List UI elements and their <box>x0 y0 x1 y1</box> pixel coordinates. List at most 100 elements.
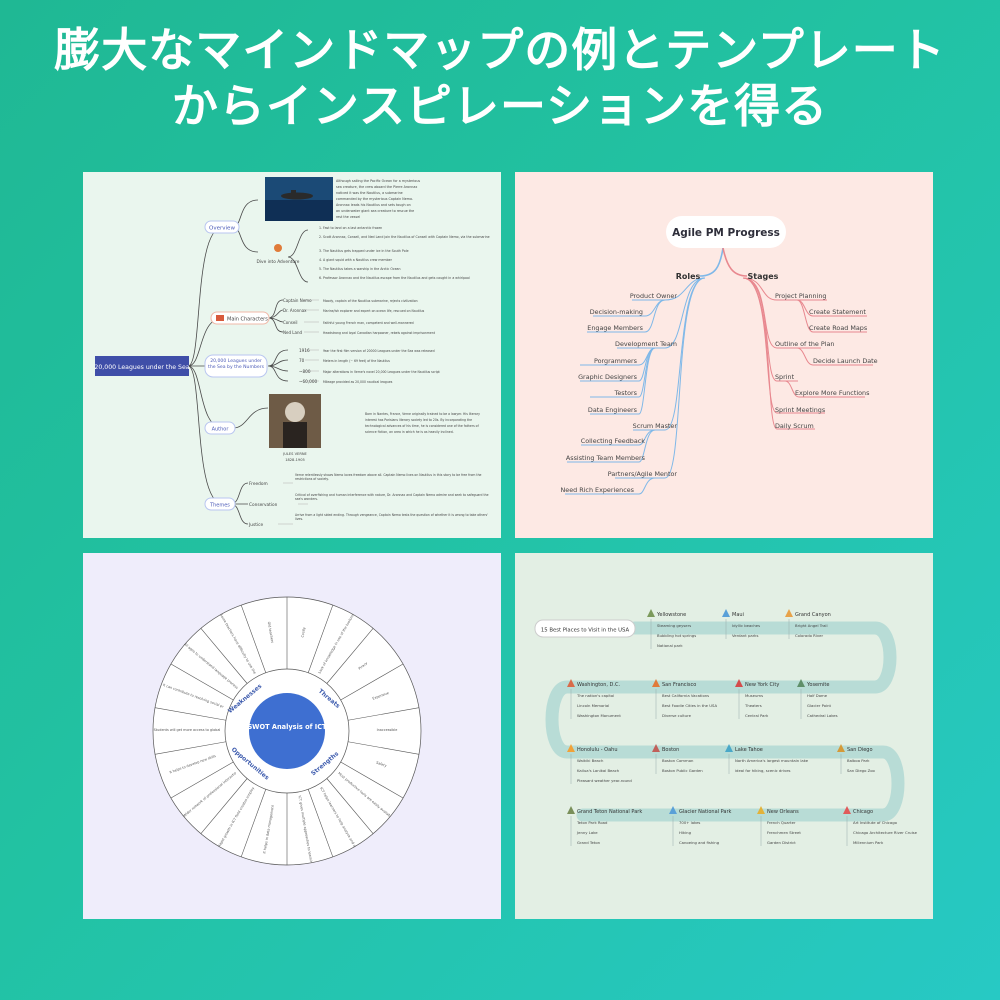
branch-main-characters[interactable]: Main Characters <box>227 317 268 323</box>
swot-center[interactable] <box>249 693 325 769</box>
swot-segment[interactable]: Students will get more access to global <box>154 728 221 732</box>
place-item: Best Foodie Cities in the USA <box>662 703 717 708</box>
place-name: San Francisco <box>662 682 696 688</box>
swot-segment[interactable]: Expensive <box>372 691 390 701</box>
place-item: Lincoln Memorial <box>577 703 609 708</box>
landmark-icon <box>567 744 575 752</box>
segment-divider <box>240 604 267 673</box>
svg-text:Testors: Testors <box>614 389 638 397</box>
dive-into-adventure[interactable]: Dive into Adventure <box>257 259 300 265</box>
svg-text:Data Engineers: Data Engineers <box>588 406 638 414</box>
place-item: French Quarter <box>767 820 796 825</box>
place-item: Hiking <box>679 830 692 835</box>
book-icon <box>216 315 224 321</box>
svg-text:Although sailing the Pacific O: Although sailing the Pacific Ocean for a… <box>336 179 420 183</box>
segment-divider <box>348 707 420 721</box>
swot-segment[interactable]: Safety <box>376 761 388 768</box>
place-card[interactable]: Washington, D.C.The nation's capitolLinc… <box>567 679 621 719</box>
place-item: Cathedral Lakes <box>807 713 838 718</box>
svg-text:Decision-making: Decision-making <box>590 308 643 316</box>
place-item: Central Park <box>745 713 769 718</box>
swot-segment[interactable]: Costly <box>301 627 307 638</box>
place-item: Best California Vacations <box>662 693 709 698</box>
stages-label[interactable]: Stages <box>748 272 779 281</box>
number-descriptions: Year the first film version of 20000 Lea… <box>323 349 441 384</box>
place-item: San Diego Zoo <box>847 768 876 773</box>
root-node[interactable] <box>95 356 189 376</box>
swot-segment[interactable]: Piracy <box>358 661 368 671</box>
author-text: Born in Nantes, France, Verne originally… <box>365 412 480 434</box>
segment-divider <box>340 663 404 701</box>
place-item: Garden District <box>767 840 796 845</box>
segment-divider <box>307 604 334 673</box>
place-name: Glacier National Park <box>679 809 732 815</box>
segment-divider <box>326 778 374 834</box>
place-item: Jenny Lake <box>576 830 598 835</box>
svg-text:Marine/ish explorer and expert: Marine/ish explorer and expert on ocean … <box>323 309 425 313</box>
place-item: Boston Public Garden <box>662 768 703 773</box>
title-node[interactable] <box>666 216 786 248</box>
svg-text:Faithful young French man, com: Faithful young French man, competent and… <box>323 321 414 325</box>
place-name: Yosemite <box>806 682 829 688</box>
landmark-icon <box>725 744 733 752</box>
svg-text:~800: ~800 <box>299 369 311 374</box>
place-item: Washington Monument <box>577 713 621 718</box>
place-item: Grand Teton <box>577 840 601 845</box>
svg-text:Collecting Feedback: Collecting Feedback <box>581 437 646 445</box>
segment-divider <box>200 628 248 684</box>
place-item: Steaming geysers <box>657 623 691 628</box>
place-item: Art Institute of Chicago <box>853 820 898 825</box>
title-pill[interactable] <box>534 619 636 638</box>
place-item: Half Dome <box>807 693 828 698</box>
place-item: Waikiki Beach <box>577 758 604 763</box>
svg-text:Engage Members: Engage Members <box>587 324 643 332</box>
place-item: Verdant parks <box>732 633 758 638</box>
svg-text:Meters in length (~ 69 feet) o: Meters in length (~ 69 feet) of the Naut… <box>323 359 390 363</box>
svg-text:Freedom: Freedom <box>249 481 268 487</box>
place-item: Museums <box>745 693 763 698</box>
branch-author[interactable]: Author <box>212 427 230 433</box>
svg-text:Product Owner: Product Owner <box>630 292 678 300</box>
svg-text:Ned Land: Ned Land <box>283 330 302 335</box>
svg-text:Mileage provided as 20,000 nau: Mileage provided as 20,000 nautical leag… <box>323 380 393 384</box>
branch-themes[interactable]: Themes <box>209 503 230 509</box>
novel-mindmap-panel[interactable]: 20,000 Leagues under the Sea Overview Al… <box>83 172 501 538</box>
svg-text:Sprint: Sprint <box>775 373 795 381</box>
title-pill-label: 15 Best Places to Visit in the USA <box>541 628 630 634</box>
place-item: Canoeing and fishing <box>679 840 720 845</box>
swot-panel[interactable]: SWOT Analysis of ICT Weaknesses Threats … <box>83 553 501 919</box>
landmark-icon <box>647 609 655 617</box>
branch-by-the-numbers[interactable]: 20,000 Leagues under the Sea by the Numb… <box>208 359 264 370</box>
swot-wheel: SWOT Analysis of ICT Weaknesses Threats … <box>152 596 422 866</box>
branch-overview[interactable]: Overview <box>209 226 235 232</box>
agile-mindmap-panel[interactable]: Agile PM Progress Roles Stages Product O… <box>515 172 933 538</box>
place-name: Washington, D.C. <box>577 682 620 688</box>
usa-places-panel[interactable]: 15 Best Places to Visit in the USA Yello… <box>515 553 933 919</box>
place-item: Theaters <box>744 703 762 708</box>
route-path <box>545 621 905 822</box>
root-node-label: 20,000 Leagues under the Sea <box>94 364 189 371</box>
place-item: Glacier Point <box>807 703 832 708</box>
novel-mindmap: 20,000 Leagues under the Sea Overview Al… <box>94 177 490 528</box>
swot-segment[interactable]: Inaccessible <box>377 728 398 732</box>
usa-places-map: 15 Best Places to Visit in the USA Yello… <box>534 609 918 846</box>
svg-text:70: 70 <box>299 358 305 363</box>
swot-segment[interactable]: Old teachers <box>267 621 275 643</box>
roles-label[interactable]: Roles <box>676 272 701 281</box>
svg-text:Create Road Maps: Create Road Maps <box>809 324 868 332</box>
place-item: North America's largest mountain lake <box>735 758 809 763</box>
